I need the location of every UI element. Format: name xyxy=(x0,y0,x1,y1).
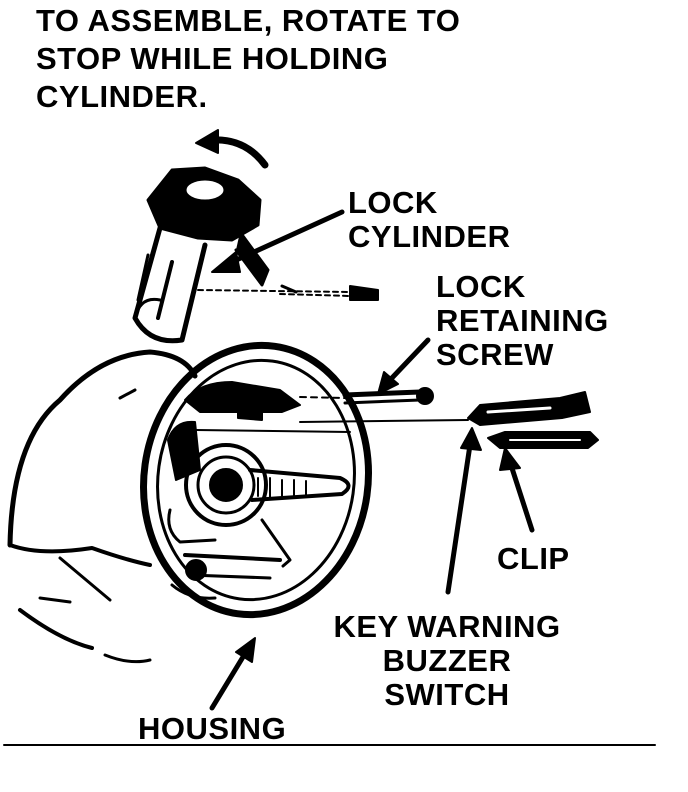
lock-retaining-screw-label-line-3: SCREW xyxy=(436,337,554,372)
instruction-line-3: CYLINDER. xyxy=(36,79,208,114)
lock-cylinder-label-line-2: CYLINDER xyxy=(348,219,511,254)
instruction-text: TO ASSEMBLE, ROTATE TO STOP WHILE HOLDIN… xyxy=(36,2,460,116)
lock-retaining-screw-leader xyxy=(377,337,431,395)
lock-cylinder-label-line-1: LOCK xyxy=(348,185,438,220)
key-warning-buzzer-switch-label: KEY WARNING BUZZER SWITCH xyxy=(312,610,582,712)
housing-part xyxy=(140,341,372,619)
lock-retaining-screw-label-line-2: RETAINING xyxy=(436,303,609,338)
hand-outline xyxy=(7,349,198,664)
lock-cylinder-label: LOCK CYLINDER xyxy=(348,186,510,254)
lock-retaining-screw-label-line-1: LOCK xyxy=(436,269,526,304)
instruction-line-1: TO ASSEMBLE, ROTATE TO xyxy=(36,3,461,38)
screw-insertion-path xyxy=(197,284,379,301)
buzzer-switch-label-line-1: KEY WARNING xyxy=(333,609,561,644)
rotation-arrow xyxy=(195,129,269,169)
buzzer-switch-label-line-2: BUZZER xyxy=(382,643,512,678)
instruction-line-2: STOP WHILE HOLDING xyxy=(36,41,389,76)
housing-label: HOUSING xyxy=(138,711,287,746)
buzzer-switch-label-line-3: SWITCH xyxy=(384,677,510,712)
buzzer-switch-leader xyxy=(445,427,482,595)
lock-cylinder-leader xyxy=(211,209,345,273)
clip-part xyxy=(487,431,599,449)
clip-label: CLIP xyxy=(497,541,570,576)
housing-leader xyxy=(209,637,256,711)
lock-retaining-screw-part xyxy=(299,387,434,405)
lock-retaining-screw-label: LOCK RETAINING SCREW xyxy=(436,270,609,372)
key-warning-buzzer-switch-part xyxy=(299,391,591,426)
clip-leader xyxy=(499,447,535,533)
